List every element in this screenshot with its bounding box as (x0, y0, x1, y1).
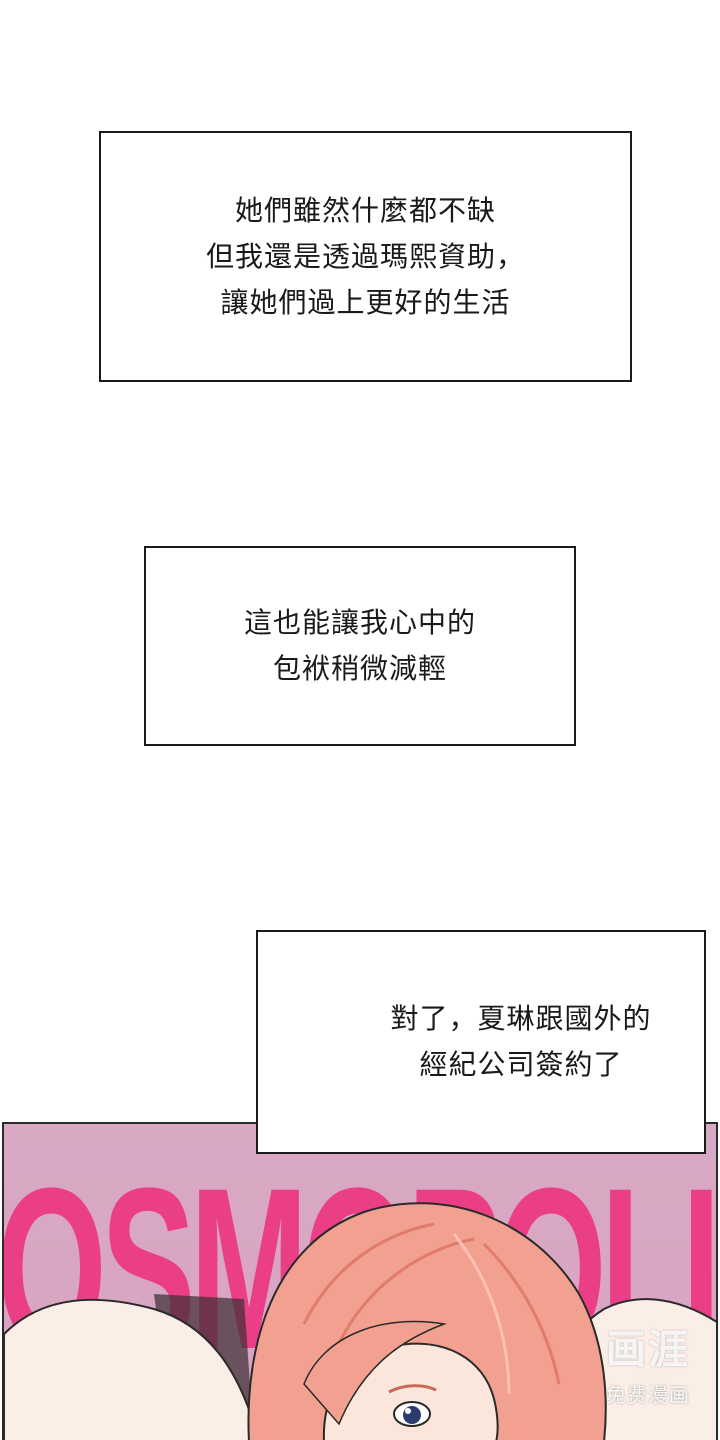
caption-line: 但我還是透過瑪熙資助， (205, 239, 525, 273)
caption-line: 這也能讓我心中的 (243, 606, 476, 639)
caption-line: 對了，夏琳跟國外的 (390, 1002, 652, 1035)
caption-box-3: 對了，夏琳跟國外的 經紀公司簽約了 (256, 930, 706, 1154)
caption-line: 讓她們過上更好的生活 (220, 285, 511, 319)
caption-box-2: 這也能讓我心中的 包袱稍微減輕 (144, 546, 576, 746)
comic-panel-magazine: OSMOPOLIT 画涯 免费漫画 (2, 1122, 718, 1440)
character-illustration (4, 1202, 716, 1440)
caption-lines: 對了，夏琳跟國外的 經紀公司簽約了 (390, 996, 651, 1088)
watermark: 画涯 免费漫画 (606, 1317, 690, 1408)
caption-box-1: 她們雖然什麼都不缺 但我還是透過瑪熙資助， 讓她們過上更好的生活 (99, 131, 632, 382)
watermark-logo: 画涯 (606, 1327, 690, 1373)
caption-line: 經紀公司簽約了 (419, 1048, 623, 1081)
caption-line: 包袱稍微減輕 (272, 652, 447, 685)
watermark-subtitle: 免费漫画 (606, 1383, 690, 1407)
caption-line: 她們雖然什麼都不缺 (234, 193, 496, 227)
